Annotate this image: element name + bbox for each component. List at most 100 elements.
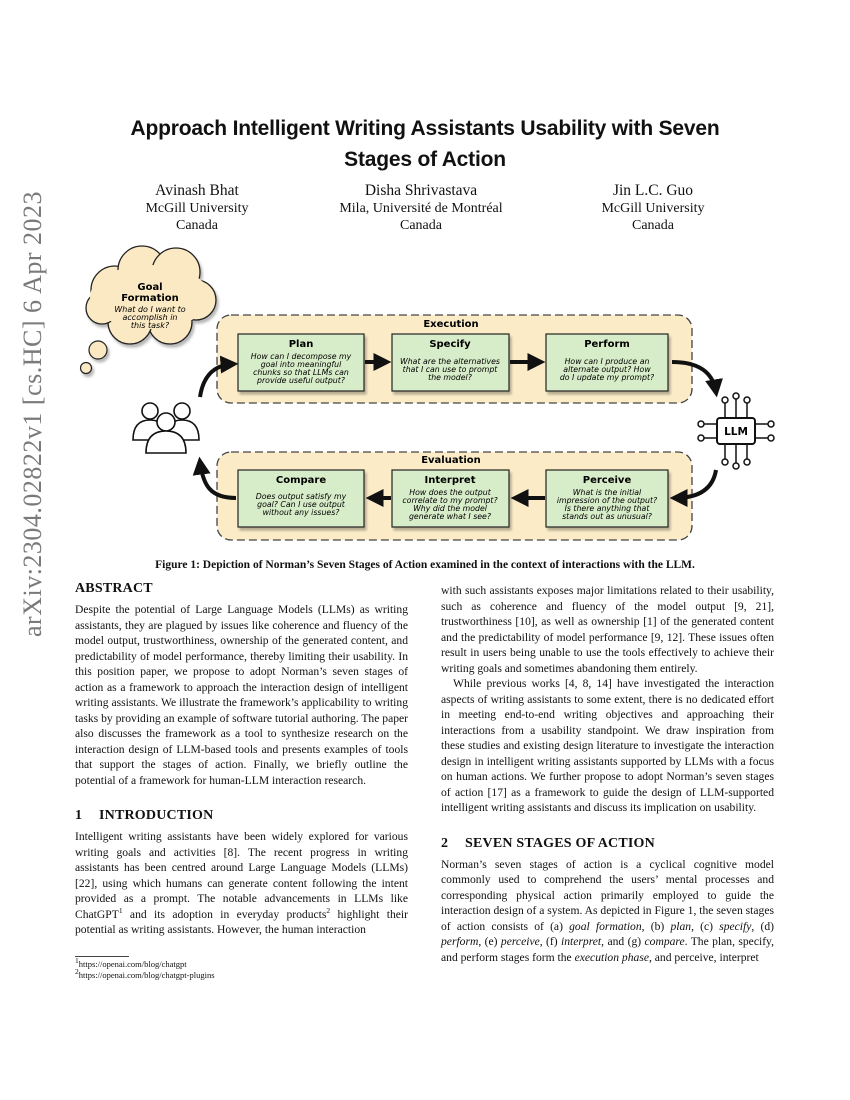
specify-title: Specify <box>429 339 471 350</box>
section-2-heading-text: SEVEN STAGES OF ACTION <box>465 835 655 851</box>
left-column: ABSTRACT Despite the potential of Large … <box>75 580 408 938</box>
specify-text-3: the model? <box>428 373 472 382</box>
footnote-mark-1: 1 <box>118 905 123 915</box>
perform-title: Perform <box>584 339 630 350</box>
footnote-1-mark: 1 <box>75 956 79 966</box>
perform-text-3: do I update my prompt? <box>560 373 654 382</box>
compare-text-3: without any issues? <box>263 508 340 517</box>
author-name: Disha Shrivastava <box>364 182 478 199</box>
interpret-text-4: generate what I see? <box>409 512 491 521</box>
author-2: Disha Shrivastava Mila, Université de Mo… <box>311 182 531 234</box>
specify-box <box>391 333 510 392</box>
intro-heading: 1 INTRODUCTION <box>75 807 408 825</box>
perform-box <box>545 333 669 392</box>
plan-text-3: chunks so that LLMs can <box>253 368 349 377</box>
footnote-mark-2: 2 <box>326 905 331 915</box>
author-country: Canada <box>400 218 442 233</box>
perceive-text-1: What is the initial <box>573 488 642 497</box>
intro-section-number: 1 <box>75 808 83 823</box>
llm-label: LLM <box>724 426 748 438</box>
intro-p1-part-a: Intelligent writing assistants have been… <box>75 830 408 921</box>
arrow-user-plan <box>198 355 239 398</box>
goal-title-2: Formation <box>121 293 179 304</box>
plan-box <box>237 333 365 392</box>
footnote-1-link[interactable]: https://openai.com/blog/chatgpt <box>78 959 187 969</box>
section-2-number: 2 <box>441 835 449 851</box>
plan-text-4: provide useful output? <box>256 376 345 385</box>
title-line-2: Stages of Action <box>344 148 506 171</box>
interpret-text-1: How does the output <box>409 488 491 497</box>
arrow-perform-llm <box>671 360 723 398</box>
s2-term-perform: perform <box>441 935 479 948</box>
goal-title-1: Goal <box>137 282 162 293</box>
figure-caption: Figure 1: Depiction of Norman’s Seven St… <box>155 559 695 571</box>
s2-sep-5: , (f) <box>539 935 562 948</box>
footnote-1: 1https://openai.com/blog/chatgpt <box>75 956 408 970</box>
interpret-text-3: Why did the model <box>413 504 488 513</box>
llm-chip-icon <box>697 392 775 470</box>
interpret-text-2: correlate to my prompt? <box>402 496 497 505</box>
intro-paragraph-1-continued: with such assistants exposes major limit… <box>441 584 774 675</box>
s2-sep-4: , (e) <box>478 935 501 948</box>
goal-q-3: this task? <box>131 321 170 330</box>
s2-text-b: . The plan, specify, and perform stages … <box>441 935 774 964</box>
author-country: Canada <box>632 218 674 233</box>
title-line-1: Approach Intelligent Writing Assistants … <box>130 117 720 140</box>
s2-term-plan: plan <box>670 919 692 933</box>
intro-paragraph-2: While previous works [4, 8, 14] have inv… <box>441 677 774 814</box>
arrow-llm-perceive <box>669 469 718 507</box>
footnote-rule <box>75 956 129 957</box>
intro-p1-part-b: and its adoption in everyday products <box>122 907 327 921</box>
specify-text-2: that I can use to prompt <box>403 365 499 374</box>
s2-term-goal-formation: goal formation <box>569 919 642 933</box>
figure-seven-stages: Execution Evaluation Goal Formation What… <box>79 245 775 541</box>
paper-title: Approach Intelligent Writing Assistants … <box>60 113 790 175</box>
s2-sep-2: , (c) <box>691 919 720 933</box>
perform-text-2: alternate output? How <box>563 365 651 374</box>
author-affiliation: McGill University <box>601 201 705 216</box>
s2-text-a: Norman’s seven stages of action is a cyc… <box>441 857 774 933</box>
compare-title: Compare <box>276 475 326 486</box>
plan-text-2: goal into meaningful <box>261 360 342 369</box>
author-country: Canada <box>176 218 218 233</box>
execution-label: Execution <box>423 319 478 330</box>
right-column: with such assistants exposes major limit… <box>441 583 774 965</box>
abstract-heading: ABSTRACT <box>75 581 153 596</box>
arrow-compare-user <box>192 456 237 500</box>
author-name: Avinash Bhat <box>155 182 239 199</box>
goal-q-2: accomplish in <box>123 313 178 322</box>
users-icon <box>132 402 200 454</box>
s2-term-specify: specify <box>719 919 752 933</box>
s2-sep-1: , (b) <box>641 919 671 933</box>
perceive-box <box>545 469 669 528</box>
s2-term-compare: compare <box>644 935 685 948</box>
perceive-text-2: impression of the output? <box>557 496 657 505</box>
s2-term-perceive: perceive <box>500 935 540 948</box>
intro-p1-part-c: highlight their potential as writing ass… <box>75 907 408 937</box>
footnote-2-mark: 2 <box>75 967 79 977</box>
perceive-title: Perceive <box>583 475 632 486</box>
author-name: Jin L.C. Guo <box>612 182 694 199</box>
perform-text-1: How can I produce an <box>565 357 650 366</box>
s2-sep-6: , and (g) <box>601 935 645 948</box>
evaluation-label: Evaluation <box>421 455 481 466</box>
author-affiliation: McGill University <box>145 201 249 216</box>
interpret-title: Interpret <box>425 475 476 486</box>
s2-term-execution-phase: execution phase <box>574 950 649 964</box>
plan-title: Plan <box>289 339 314 350</box>
compare-text-1: Does output satisfy my <box>256 492 347 501</box>
section-2-paragraph: Norman’s seven stages of action is a cyc… <box>441 857 774 966</box>
author-3: Jin L.C. Guo McGill University Canada <box>543 182 763 234</box>
abstract-text: Despite the potential of Large Language … <box>75 603 409 787</box>
author-affiliation: Mila, Université de Montréal <box>339 201 503 216</box>
footnote-2: 2https://openai.com/blog/chatgpt-plugins <box>75 967 408 981</box>
footnote-2-link[interactable]: https://openai.com/blog/chatgpt-plugins <box>78 970 215 980</box>
footnotes: 1https://openai.com/blog/chatgpt 2https:… <box>75 956 408 981</box>
plan-text-1: How can I decompose my <box>251 352 352 361</box>
perceive-text-3: Is there anything that <box>565 504 651 513</box>
compare-text-2: goal? Can I use output <box>257 500 346 509</box>
intro-heading-text: INTRODUCTION <box>99 808 214 823</box>
section-2-heading: 2 SEVEN STAGES OF ACTION <box>441 835 774 853</box>
s2-text-c: , and perceive, interpret <box>648 950 759 964</box>
s2-term-interpret: interpret <box>561 935 602 948</box>
